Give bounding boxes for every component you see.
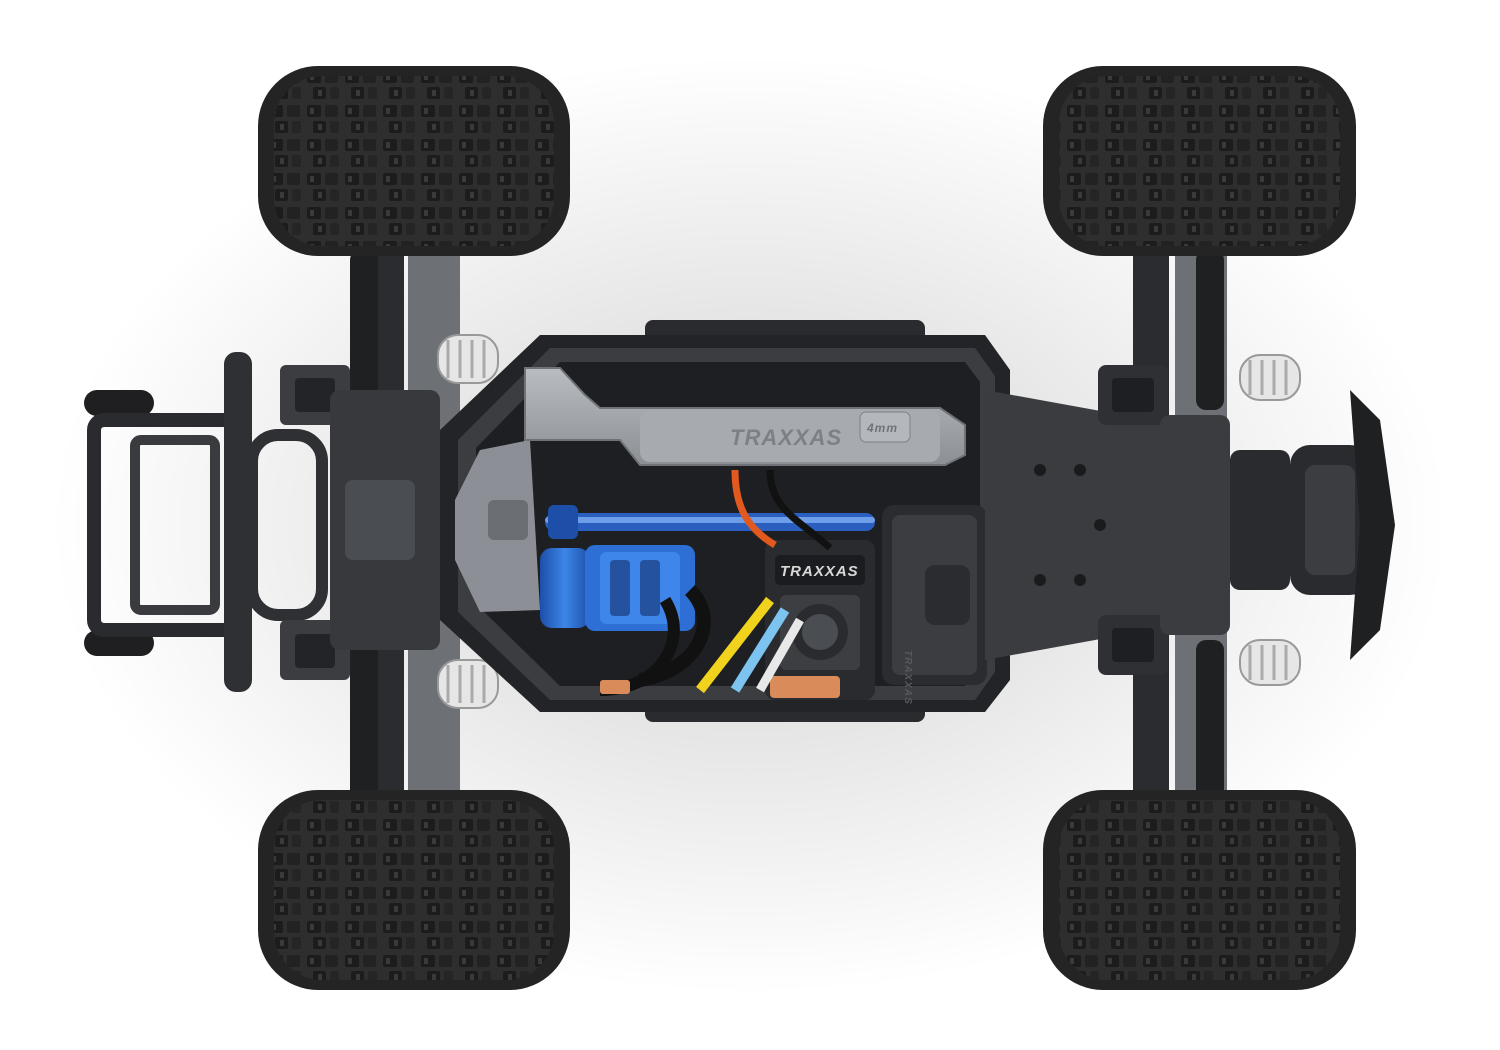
front-bulkhead bbox=[280, 365, 440, 680]
esc: TRAXXAS bbox=[765, 540, 875, 700]
wheel-front-left bbox=[258, 66, 570, 256]
rear-shock-top bbox=[1239, 354, 1301, 401]
esc-logo: TRAXXAS bbox=[780, 563, 859, 580]
gear-cover bbox=[455, 440, 540, 612]
esc-wires bbox=[696, 469, 833, 694]
wheel-rear-left bbox=[1043, 66, 1356, 256]
strap-logo: TRAXXAS bbox=[730, 425, 842, 450]
rear-chassis-plate bbox=[985, 390, 1185, 660]
strap-tag: 4mm bbox=[866, 421, 898, 435]
front-shock-bottom bbox=[437, 659, 499, 709]
receiver-box: TRAXXAS bbox=[882, 505, 987, 705]
wheel-rear-right bbox=[1043, 790, 1356, 990]
wheel-front-right bbox=[258, 790, 570, 990]
battery-strap: TRAXXAS 4mm bbox=[524, 367, 966, 466]
rear-shock-bottom bbox=[1239, 639, 1301, 686]
front-bumper bbox=[84, 352, 328, 692]
rear-bulkhead bbox=[1098, 365, 1290, 675]
rear-bumper bbox=[1290, 390, 1395, 660]
front-shock-top bbox=[437, 334, 499, 384]
motor-wires bbox=[599, 585, 711, 696]
receiver-logo: TRAXXAS bbox=[902, 650, 913, 705]
